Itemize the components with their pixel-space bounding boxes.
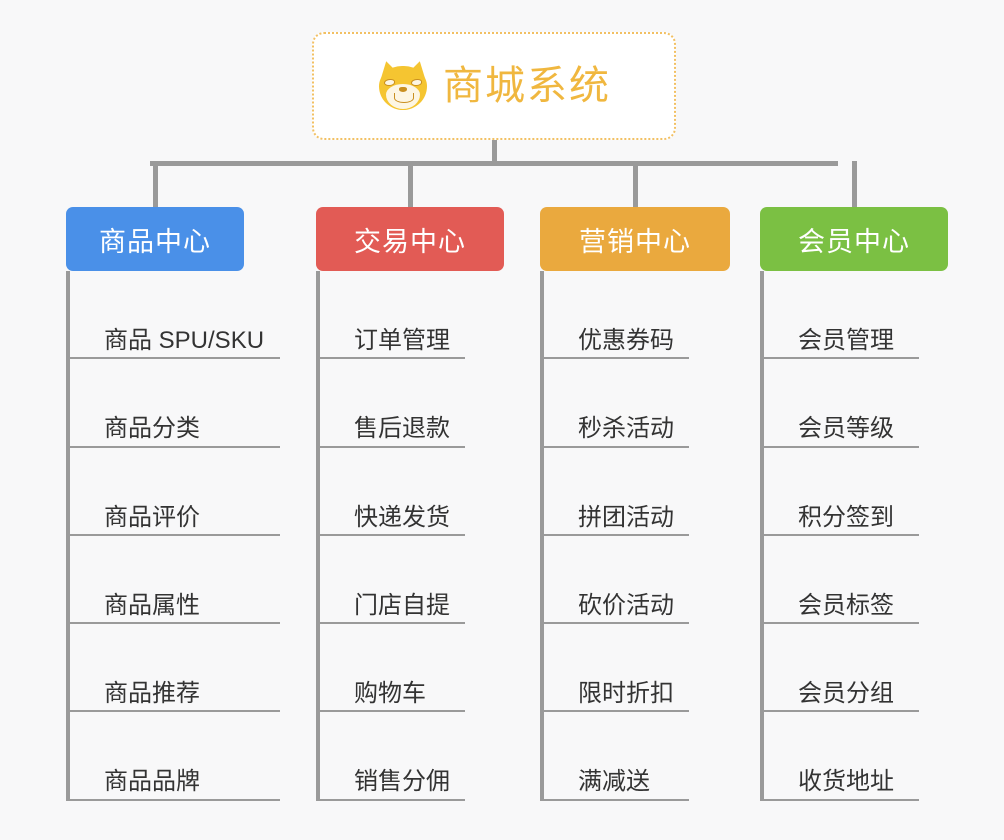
list-item-label: 满减送 [578,768,650,796]
list-item-label: 优惠券码 [578,326,674,354]
list-item[interactable]: 秒杀活动 [544,359,730,448]
list-item-underline [764,445,919,448]
list-item-label: 销售分佣 [354,768,450,796]
list-item-underline [764,710,919,713]
list-item-label: 会员管理 [798,326,894,354]
list-item-label: 门店自提 [354,591,450,619]
list-item-underline [764,798,919,801]
list-item-label: 商品推荐 [104,680,200,708]
list-item-underline [544,710,689,713]
category-item-list-trade-center: 订单管理售后退款快递发货门店自提购物车销售分佣 [316,271,504,801]
connector-drop-trade-center [408,161,413,207]
list-item-underline [764,533,919,536]
category-item-list-product-center: 商品 SPU/SKU 商品分类商品评价商品属性商品推荐商品品牌 [66,271,280,801]
list-item[interactable]: 快递发货 [320,448,504,536]
list-item[interactable]: 积分签到 [764,448,948,536]
list-item-underline [764,622,919,625]
list-item-label: 积分签到 [798,503,894,531]
list-item-underline [70,798,280,801]
list-item[interactable]: 销售分佣 [320,712,504,801]
list-item[interactable]: 收货地址 [764,712,948,801]
list-item-underline [320,710,465,713]
category-column-marketing-center: 营销中心优惠券码秒杀活动拼团活动砍价活动限时折扣满减送 [540,207,730,801]
root-node-mall-system[interactable]: 商城系统 [312,32,676,140]
list-item-label: 售后退款 [354,415,450,443]
connector-drop-product-center [153,161,158,207]
list-item-underline [320,357,465,360]
list-item[interactable]: 商品 SPU/SKU [70,271,280,360]
list-item-label: 限时折扣 [578,680,674,708]
root-node-title: 商城系统 [443,64,611,108]
list-item[interactable]: 售后退款 [320,359,504,448]
list-item-label: 会员标签 [798,591,894,619]
list-item-label: 商品评价 [104,503,200,531]
list-item[interactable]: 会员标签 [764,536,948,625]
list-item[interactable]: 砍价活动 [544,536,730,625]
list-item-underline [544,622,689,625]
list-item[interactable]: 优惠券码 [544,271,730,360]
category-header-trade-center[interactable]: 交易中心 [316,207,504,271]
list-item-label: 会员分组 [798,680,894,708]
list-item-underline [320,533,465,536]
list-item-label: 商品分类 [104,415,200,443]
list-item-underline [320,798,465,801]
list-item[interactable]: 门店自提 [320,536,504,625]
list-item-underline [70,357,280,360]
list-item-underline [544,533,689,536]
list-item-underline [70,533,280,536]
list-item-label: 砍价活动 [578,591,674,619]
list-item-label: 秒杀活动 [578,415,674,443]
list-item-underline [70,445,280,448]
list-item-label: 商品 SPU/SKU [104,326,265,354]
list-item-label: 会员等级 [798,415,894,443]
category-header-product-center[interactable]: 商品中心 [66,207,244,271]
list-item-label: 订单管理 [354,326,450,354]
list-item[interactable]: 满减送 [544,712,730,801]
list-item[interactable]: 会员等级 [764,359,948,448]
list-item-label: 商品品牌 [104,768,200,796]
list-item[interactable]: 购物车 [320,624,504,713]
connector-drop-member-center [852,161,857,207]
category-column-trade-center: 交易中心订单管理售后退款快递发货门店自提购物车销售分佣 [316,207,504,801]
list-item[interactable]: 拼团活动 [544,448,730,536]
list-item-underline [320,622,465,625]
category-header-member-center[interactable]: 会员中心 [760,207,948,271]
list-item[interactable]: 商品品牌 [70,712,280,801]
list-item[interactable]: 商品评价 [70,448,280,536]
list-item-label: 商品属性 [104,591,200,619]
list-item-underline [320,445,465,448]
shiba-dog-face-icon [377,59,429,112]
list-item[interactable]: 商品推荐 [70,624,280,713]
list-item-underline [764,357,919,360]
category-header-marketing-center[interactable]: 营销中心 [540,207,730,271]
list-item-label: 拼团活动 [578,503,674,531]
list-item-label: 购物车 [354,680,426,708]
connector-root-stem [492,140,497,164]
list-item-underline [544,445,689,448]
list-item-underline [544,798,689,801]
list-item[interactable]: 限时折扣 [544,624,730,713]
list-item[interactable]: 会员分组 [764,624,948,713]
list-item-label: 快递发货 [354,503,450,531]
list-item-underline [70,710,280,713]
list-item[interactable]: 会员管理 [764,271,948,360]
category-column-product-center: 商品中心商品 SPU/SKU 商品分类商品评价商品属性商品推荐商品品牌 [66,207,280,801]
list-item-label: 收货地址 [798,768,894,796]
list-item-underline [70,622,280,625]
list-item-underline [544,357,689,360]
list-item[interactable]: 商品属性 [70,536,280,625]
category-item-list-marketing-center: 优惠券码秒杀活动拼团活动砍价活动限时折扣满减送 [540,271,730,801]
list-item[interactable]: 订单管理 [320,271,504,360]
connector-drop-marketing-center [633,161,638,207]
connector-horizontal-rail [150,161,838,166]
category-column-member-center: 会员中心会员管理会员等级积分签到会员标签会员分组收货地址 [760,207,948,801]
category-item-list-member-center: 会员管理会员等级积分签到会员标签会员分组收货地址 [760,271,948,801]
list-item[interactable]: 商品分类 [70,359,280,448]
